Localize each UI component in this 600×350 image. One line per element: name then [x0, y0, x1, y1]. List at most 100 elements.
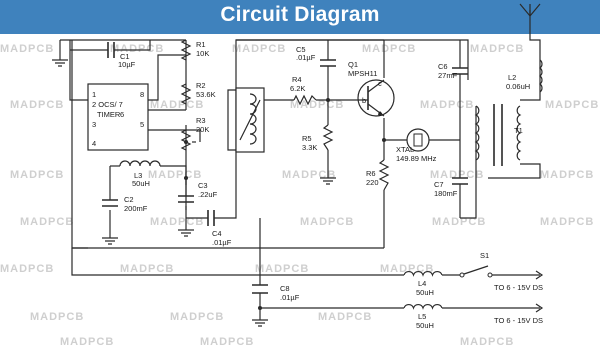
watermark: MADPCB: [362, 43, 416, 55]
watermark: MADPCB: [420, 99, 474, 111]
q1-pin-label: b: [362, 96, 366, 105]
label-r4-value: 6.2K: [290, 84, 305, 93]
c5-capacitor: [320, 59, 336, 67]
watermark: MADPCB: [20, 216, 74, 228]
junction-dot: [184, 176, 188, 180]
ic-pin-label: 4: [92, 139, 96, 148]
watermark: MADPCB: [432, 216, 486, 228]
wire-module: [227, 89, 236, 151]
l2-inductor: [539, 59, 543, 93]
label-c8: C8: [280, 284, 290, 293]
r5-resistor: [322, 124, 334, 151]
wires: [59, 10, 541, 320]
watermark: MADPCB: [430, 169, 484, 181]
watermark: MADPCB: [0, 263, 54, 275]
ic-pin-label: 1: [92, 90, 96, 99]
label-r1-value: 10K: [196, 49, 209, 58]
r1-resistor: [180, 39, 192, 61]
r3-resistor: [180, 129, 196, 151]
label-l2: L2: [508, 73, 516, 82]
label-c6: C6: [438, 62, 448, 71]
antenna-icon: [519, 3, 541, 17]
junction-dot: [326, 98, 330, 102]
q1-pin-label: c: [378, 79, 382, 88]
c1-capacitor: [107, 42, 115, 58]
l4-inductor: [403, 271, 443, 277]
label-c4: C4: [212, 229, 222, 238]
output-arrow-icon: [535, 303, 544, 313]
t1-transformer: [474, 104, 522, 166]
c7-capacitor: [452, 177, 468, 185]
label-l2-value: 0.06uH: [506, 82, 530, 91]
label-l3-value: 50uH: [132, 179, 150, 188]
label-c3: C3: [198, 181, 208, 190]
label-r5-value: 3.3K: [302, 143, 317, 152]
page-title: Circuit Diagram: [220, 3, 380, 26]
label-l4: L4: [418, 279, 426, 288]
label-r1: R1: [196, 40, 206, 49]
c3-capacitor: [178, 195, 194, 203]
label-c1-value: 10µF: [118, 60, 136, 69]
c6-capacitor: [452, 67, 468, 75]
wire-l2-down: [520, 60, 541, 101]
q1-transistor: [350, 79, 395, 117]
title-bar: Circuit Diagram: [0, 0, 600, 34]
watermark: MADPCB: [540, 169, 594, 181]
ic-label: 2 OCS/ 7: [92, 100, 123, 109]
label-c4-value: .01µF: [212, 238, 232, 247]
component-labels: C1 10µF R1 10K R2 53.6K R3 20K 1 8 2 OCS…: [92, 40, 543, 330]
label-q1: Q1: [348, 60, 358, 69]
label-r6-value: 220: [366, 178, 379, 187]
label-l5-value: 50uH: [416, 321, 434, 330]
label-c7-value: 180mF: [434, 189, 458, 198]
label-l5: L5: [418, 312, 426, 321]
q1-pin-label: e: [378, 109, 382, 118]
wire-left-long: [71, 40, 88, 249]
label-c5-value: .01µF: [296, 53, 316, 62]
label-r2: R2: [196, 81, 206, 90]
c2-capacitor: [102, 199, 118, 207]
r2-resistor: [180, 83, 192, 105]
label-c7: C7: [434, 180, 444, 189]
ground-symbol: [178, 229, 194, 237]
watermark: MADPCB: [10, 99, 64, 111]
tuning-coil-module: [235, 87, 265, 153]
wire-top-right: [236, 39, 469, 80]
watermark: MADPCB: [540, 216, 594, 228]
wire-t1-left: [460, 106, 477, 219]
label-r6: R6: [366, 169, 376, 178]
wire-ic-right-3: [148, 129, 201, 142]
crystal-oscillator: [404, 128, 432, 152]
label-l4-value: 50uH: [416, 288, 434, 297]
r4-resistor: [293, 94, 317, 106]
wire-t1-right: [488, 163, 541, 179]
r6-resistor: [378, 159, 390, 191]
junction-dot: [184, 140, 188, 144]
label-c1: C1: [120, 52, 130, 61]
watermark: MADPCB: [150, 99, 204, 111]
watermark: MADPCB: [148, 169, 202, 181]
ic-label-timer: TIMER: [97, 110, 121, 119]
watermark: MADPCB: [30, 311, 84, 323]
wire-l4-rail: [71, 248, 404, 276]
watermark: MADPCB: [300, 216, 354, 228]
watermark: MADPCB: [120, 263, 174, 275]
ic-pin-label: 3: [92, 120, 96, 129]
label-r4: R4: [292, 75, 302, 84]
output-arrow-icon: [535, 270, 544, 280]
watermark: MADPCB: [150, 216, 204, 228]
label-s1: S1: [480, 251, 489, 260]
wire-antenna: [529, 10, 541, 60]
wire-q1-emitter: [383, 118, 404, 141]
label-xtal: XTAL: [396, 145, 414, 154]
ground-symbol: [102, 237, 118, 245]
watermark: MADPCB: [290, 99, 344, 111]
timer-ic: [87, 83, 149, 151]
watermark: MADPCB: [470, 43, 524, 55]
watermark: MADPCB: [545, 99, 599, 111]
watermark: MADPCB: [60, 336, 114, 348]
ground-symbol: [252, 319, 268, 327]
ic-pin-label: 5: [140, 120, 144, 129]
label-r2-value: 53.6K: [196, 90, 216, 99]
